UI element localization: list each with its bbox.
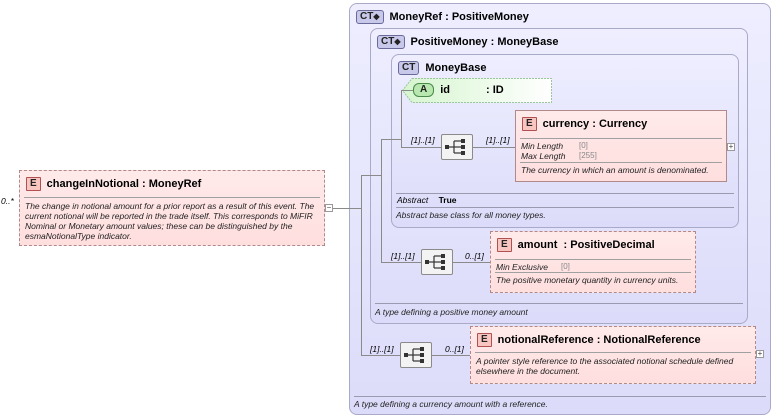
connector-line	[361, 355, 401, 356]
changeinnotional-collapse-button[interactable]: −	[325, 203, 333, 212]
connector-line	[472, 147, 515, 148]
amount-type: PositiveDecimal	[570, 239, 655, 251]
sequence-icon	[445, 139, 465, 155]
complex-type-icon: CT◆	[356, 10, 384, 24]
facet-label: Min Length	[521, 141, 564, 151]
sequence-compositor-currency[interactable]	[441, 134, 473, 160]
moneyref-header: CT◆ MoneyRef : PositiveMoney	[356, 9, 529, 25]
complex-type-icon: CT	[398, 61, 420, 75]
currency-expand-button[interactable]: +	[727, 142, 735, 151]
connector-line	[361, 175, 362, 356]
moneybase-documentation: Abstract base class for all money types.	[396, 210, 546, 220]
sequence-compositor-amount[interactable]	[421, 249, 453, 275]
amount-header: E amount : PositiveDecimal	[497, 237, 655, 253]
connector-line	[401, 90, 402, 147]
attribute-icon: A	[413, 83, 435, 97]
facet-label: Max Length	[521, 151, 566, 161]
connector-line	[432, 355, 470, 356]
sequence-icon	[425, 254, 445, 270]
facet-value: [0]	[561, 262, 570, 271]
moneybase-separator-1	[396, 193, 734, 194]
moneybase-separator-2	[396, 207, 734, 208]
changeinnotional-type: MoneyRef	[148, 178, 202, 190]
facet-value: [255]	[579, 151, 597, 160]
currency-type: Currency	[598, 118, 648, 130]
id-attribute-type: : ID	[486, 84, 504, 96]
amount-name: amount	[517, 239, 558, 251]
element-icon: E	[477, 333, 492, 347]
connector-line	[333, 208, 362, 209]
changeinnotional-name: changeInNotional	[46, 178, 139, 190]
connector-line	[361, 175, 382, 176]
element-icon: E	[497, 238, 512, 252]
sequence-compositor-notionalreference[interactable]	[400, 342, 432, 368]
sequence-icon	[404, 347, 424, 363]
currency-header: E currency : Currency	[522, 116, 647, 132]
cardinality-label: 0..[1]	[465, 251, 484, 261]
changeinnotional-element[interactable]: E changeInNotional : MoneyRef The change…	[19, 170, 325, 246]
moneybase-header: CT MoneyBase	[398, 60, 486, 76]
cardinality-label: [1]..[1]	[391, 251, 415, 261]
cardinality-label: [1]..[1]	[486, 135, 510, 145]
element-icon: E	[26, 177, 41, 191]
moneyref-documentation: A type defining a currency amount with a…	[354, 399, 548, 409]
amount-documentation: The positive monetary quantity in curren…	[496, 275, 679, 285]
moneyref-base: PositiveMoney	[451, 11, 529, 23]
currency-element[interactable]: E currency : Currency Min Length [0] Max…	[515, 110, 727, 182]
facet-label: Min Exclusive	[496, 262, 548, 272]
connector-line	[401, 147, 441, 148]
cardinality-label: 0..[1]	[445, 344, 464, 354]
moneyref-separator	[354, 396, 766, 397]
notionalreference-type: NotionalReference	[603, 334, 701, 346]
notionalreference-name: notionalReference	[497, 334, 594, 346]
facet-value: [0]	[579, 141, 588, 150]
moneybase-abstract: Abstract True	[397, 195, 457, 205]
moneybase-name: MoneyBase	[425, 62, 487, 74]
changeinnotional-header: E changeInNotional : MoneyRef	[26, 176, 201, 192]
connector-line	[381, 262, 421, 263]
id-attribute-name: id	[440, 84, 451, 96]
complex-type-icon: CT◆	[377, 35, 405, 49]
positivemoney-base: MoneyBase	[497, 36, 559, 48]
connector-line	[381, 139, 402, 140]
notionalreference-documentation: A pointer style reference to the associa…	[476, 356, 734, 376]
root-cardinality: 0..*	[1, 196, 14, 206]
positivemoney-name: PositiveMoney	[410, 36, 488, 48]
notionalreference-header: E notionalReference : NotionalReference	[477, 332, 701, 348]
positivemoney-documentation: A type defining a positive money amount	[375, 307, 528, 317]
id-attribute: A id : ID	[402, 78, 552, 103]
cardinality-label: [1]..[1]	[370, 344, 394, 354]
notionalreference-expand-button[interactable]: +	[756, 349, 764, 358]
notionalreference-element[interactable]: E notionalReference : NotionalReference …	[470, 326, 756, 384]
attribute-shape	[402, 78, 552, 103]
currency-name: currency	[542, 118, 590, 130]
currency-documentation: The currency in which an amount is denom…	[521, 165, 709, 175]
cardinality-label: [1]..[1]	[411, 135, 435, 145]
connector-line	[452, 262, 490, 263]
positivemoney-separator	[375, 303, 743, 304]
moneyref-name: MoneyRef	[389, 11, 443, 23]
connector-line	[401, 90, 413, 91]
connector-line	[381, 139, 382, 263]
changeinnotional-documentation: The change in notional amount for a prio…	[25, 201, 315, 241]
element-icon: E	[522, 117, 537, 131]
amount-element[interactable]: E amount : PositiveDecimal Min Exclusive…	[490, 231, 696, 293]
positivemoney-header: CT◆ PositiveMoney : MoneyBase	[377, 34, 558, 50]
